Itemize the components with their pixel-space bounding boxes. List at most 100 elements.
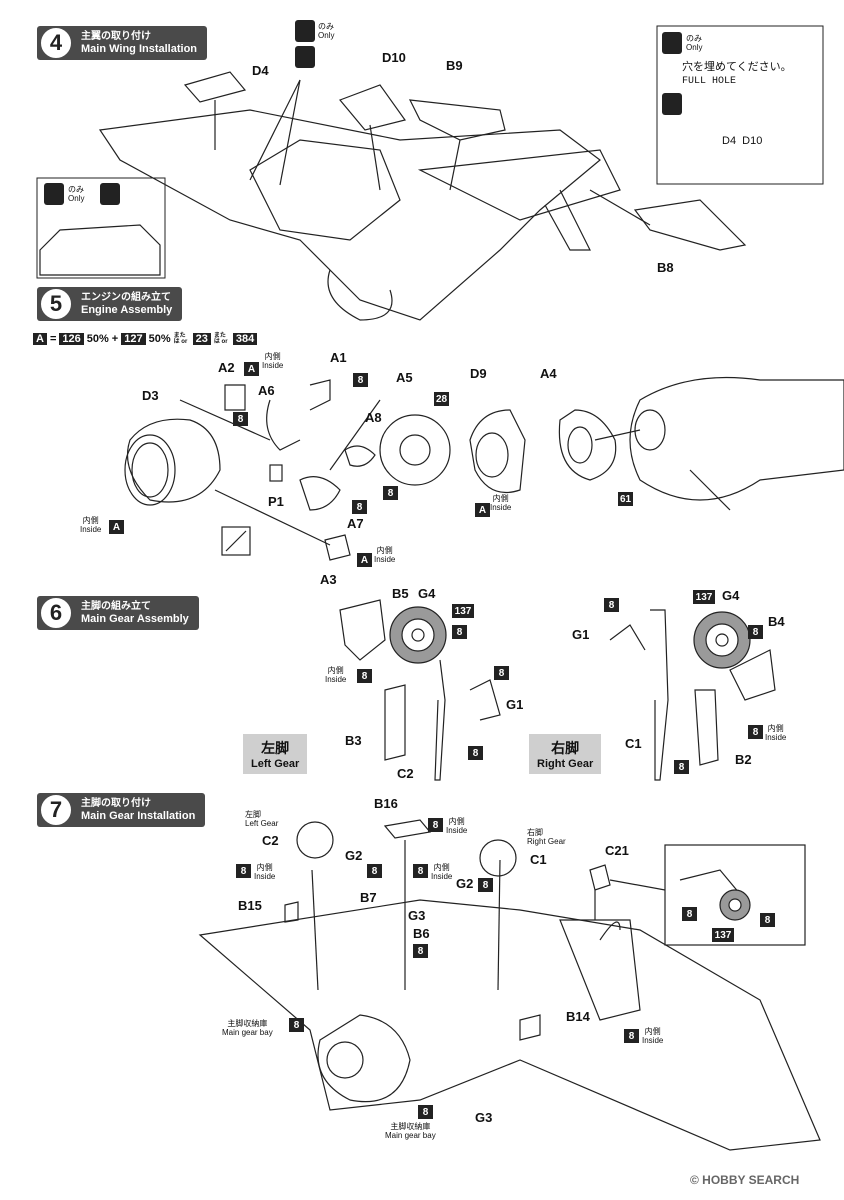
part-b5-label: B5 bbox=[392, 586, 409, 601]
color-8-b14: 8 bbox=[624, 1029, 639, 1043]
part-b7-label: B7 bbox=[360, 890, 377, 905]
color-8-bay-bottom: 8 bbox=[418, 1105, 433, 1119]
color-8-c2: 8 bbox=[236, 864, 251, 878]
b9-tailplane bbox=[408, 99, 506, 141]
color-8-inset-b: 8 bbox=[760, 913, 775, 927]
only-icon bbox=[44, 183, 64, 205]
color-8-left-strut: 8 bbox=[494, 666, 509, 680]
c21-part bbox=[589, 864, 611, 891]
part-b2-label: B2 bbox=[735, 752, 752, 767]
part-a2-label: A2 bbox=[218, 360, 235, 375]
right-link-g1 bbox=[609, 624, 646, 651]
left-strut-c2 bbox=[434, 659, 446, 781]
only-icon bbox=[662, 32, 682, 54]
right-door-b2 bbox=[694, 689, 719, 766]
step7-title-en: Main Gear Installation bbox=[81, 810, 196, 822]
color-8-right-b4: 8 bbox=[748, 725, 763, 739]
step4-wing-drawing bbox=[98, 109, 601, 321]
right-strut-c1 bbox=[650, 609, 669, 781]
inside-note-a3: 内側 Inside bbox=[374, 546, 396, 564]
left-link-g1 bbox=[469, 679, 501, 721]
color-a-a3: A bbox=[357, 553, 372, 567]
part-a8-label: A8 bbox=[365, 410, 382, 425]
only-marker-top: のみ Only bbox=[295, 20, 355, 68]
part-b3-label: B3 bbox=[345, 733, 362, 748]
step6-header: 6 主脚の組み立て Main Gear Assembly bbox=[37, 596, 199, 630]
step5-number: 5 bbox=[39, 287, 73, 321]
b16-part bbox=[383, 819, 432, 839]
d10-panel bbox=[338, 84, 407, 131]
inside-note-c2: 内側 Inside bbox=[254, 863, 276, 881]
part-c21-label: C21 bbox=[605, 843, 629, 858]
part-d4-label: D4 bbox=[252, 63, 269, 78]
color-8-left-b5: 8 bbox=[357, 669, 372, 683]
drill-icon bbox=[295, 46, 315, 68]
step6-title-en: Main Gear Assembly bbox=[81, 613, 189, 625]
step4-title-jp: 主翼の取り付け bbox=[81, 31, 151, 42]
b14-part bbox=[519, 1014, 541, 1041]
part-a2 bbox=[224, 384, 246, 411]
engine-a5 bbox=[379, 414, 451, 486]
part-a4-label: A4 bbox=[540, 366, 557, 381]
inside-note-right: 内側 Inside bbox=[765, 724, 787, 742]
part-d9-label: D9 bbox=[470, 366, 487, 381]
part-b8-label: B8 bbox=[657, 260, 674, 275]
color-8-a7: 8 bbox=[352, 500, 367, 514]
inside-note-b14: 内側 Inside bbox=[642, 1027, 664, 1045]
step5-title-jp: エンジンの組み立て bbox=[81, 292, 171, 303]
b15-part bbox=[284, 901, 299, 923]
part-g1-right-label: G1 bbox=[572, 627, 590, 642]
color-8-inset-a: 8 bbox=[682, 907, 697, 921]
color-8-left-c2: 8 bbox=[468, 746, 483, 760]
color-a-d3: A bbox=[109, 520, 124, 534]
part-b14-label: B14 bbox=[566, 1009, 590, 1024]
part-b9-label: B9 bbox=[446, 58, 463, 73]
color-8-g2-left: 8 bbox=[367, 864, 382, 878]
only-icon bbox=[295, 20, 315, 42]
inside-note-a2: 内側 Inside bbox=[262, 352, 284, 370]
left-door-b3 bbox=[384, 684, 406, 761]
part-a3-label: A3 bbox=[320, 572, 337, 587]
part-c2-label: C2 bbox=[397, 766, 414, 781]
inside-note-b16: 内側 Inside bbox=[446, 817, 468, 835]
step5-title-en: Engine Assembly bbox=[81, 304, 173, 316]
drill-icon bbox=[662, 93, 682, 115]
drill-icon bbox=[100, 183, 121, 205]
part-g2-right-label: G2 bbox=[456, 876, 474, 891]
part-b4-label: B4 bbox=[768, 614, 785, 629]
part-b15-label: B15 bbox=[238, 898, 262, 913]
right-gear-tag: 右脚 Right Gear bbox=[529, 734, 602, 774]
color-a-marker: A bbox=[244, 362, 259, 376]
d4-panel bbox=[183, 71, 247, 103]
step4-title-en: Main Wing Installation bbox=[81, 43, 198, 55]
paint-mix-legend: A = 126 50% + 127 50% または or 23 または or 3… bbox=[33, 333, 258, 345]
color-8-b6: 8 bbox=[413, 944, 428, 958]
color-8-a8: 8 bbox=[383, 486, 398, 500]
step6-title-jp: 主脚の組み立て bbox=[81, 601, 151, 612]
color-8-right-top: 8 bbox=[604, 598, 619, 612]
step4-number: 4 bbox=[39, 26, 73, 60]
step4-header: 4 主翼の取り付け Main Wing Installation bbox=[37, 26, 208, 60]
color-8-b7: 8 bbox=[413, 864, 428, 878]
color-8-a2: 8 bbox=[233, 412, 248, 426]
part-g4-right-label: G4 bbox=[722, 588, 740, 603]
watermark: © HOBBY SEARCH bbox=[690, 1173, 800, 1187]
cowling-d3 bbox=[126, 418, 221, 503]
part-g4-left-label: G4 bbox=[418, 586, 436, 601]
part-c1-s7-label: C1 bbox=[530, 852, 547, 867]
part-p1 bbox=[269, 464, 283, 482]
step6-number: 6 bbox=[39, 596, 73, 630]
step7-number: 7 bbox=[39, 793, 73, 827]
color-137-left: 137 bbox=[452, 604, 474, 618]
part-b6-label: B6 bbox=[413, 926, 430, 941]
color-8-right-wheel: 8 bbox=[748, 625, 763, 639]
part-g3-top-label: G3 bbox=[408, 908, 426, 923]
color-8-b16: 8 bbox=[428, 818, 443, 832]
part-a7 bbox=[299, 476, 341, 511]
step7-header: 7 主脚の取り付け Main Gear Installation bbox=[37, 793, 206, 827]
part-p1-label: P1 bbox=[268, 494, 284, 509]
fill-hole-jp: 穴を埋めてください。 bbox=[682, 61, 792, 73]
part-a1-label: A1 bbox=[330, 350, 347, 365]
color-8-bay-left: 8 bbox=[289, 1018, 304, 1032]
